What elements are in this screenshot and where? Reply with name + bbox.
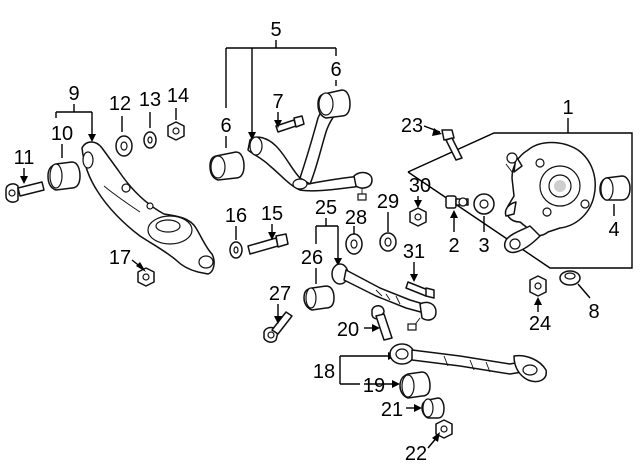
lateral-link-arm: [389, 343, 547, 383]
arrow-25: [334, 258, 342, 266]
callout-27: 27: [269, 283, 291, 305]
arrow-15: [268, 232, 276, 240]
bushing-3: [473, 193, 495, 215]
arrow-27: [274, 316, 282, 324]
bushing-19: [399, 371, 431, 399]
callout-15: 15: [261, 203, 283, 225]
callout-6a: 6: [220, 115, 231, 137]
callout-7: 7: [272, 91, 283, 113]
toe-link-arm: [331, 263, 437, 331]
callout-2: 2: [448, 235, 459, 257]
bolt-11: [5, 181, 45, 203]
bolt-23: [441, 129, 463, 161]
callout-13: 13: [139, 89, 161, 111]
callout-19: 19: [363, 375, 385, 397]
leader-8: [577, 283, 591, 299]
callout-8: 8: [588, 301, 599, 323]
callout-30: 30: [409, 175, 431, 197]
callout-21: 21: [381, 399, 403, 421]
arrow-22: [432, 432, 440, 442]
callout-18: 18: [313, 361, 335, 383]
knuckle-bushing-4: [599, 175, 631, 201]
lower-control-arm: [81, 141, 215, 275]
ball-joint-bolt-2: [445, 195, 469, 209]
washer-13: [143, 131, 157, 149]
bolt-15: [247, 233, 289, 255]
bolt-7: [275, 115, 305, 133]
knuckle-group-outline: [407, 132, 633, 269]
arrow-23: [432, 128, 442, 136]
callout-10: 10: [51, 123, 73, 145]
callout-16: 16: [225, 205, 247, 227]
callout-5: 5: [270, 19, 281, 41]
washer-12: [115, 135, 133, 157]
callout-14: 14: [167, 85, 189, 107]
bolt-31: [405, 281, 435, 299]
callout-24: 24: [529, 313, 551, 335]
arrow-31: [410, 274, 418, 282]
bushing-6-right: [317, 89, 351, 119]
callout-28: 28: [345, 207, 367, 229]
callout-22: 22: [405, 443, 427, 465]
callout-1: 1: [562, 97, 573, 119]
nut-30: [409, 207, 427, 227]
arrow-24: [534, 297, 542, 305]
arrow-21: [414, 404, 422, 412]
callout-12: 12: [109, 93, 131, 115]
bushing-10: [47, 161, 81, 191]
callout-23: 23: [401, 115, 423, 137]
washer-29: [379, 232, 397, 252]
washer-16: [229, 241, 243, 259]
rear-knuckle: [504, 141, 596, 254]
callout-26: 26: [301, 247, 323, 269]
bushing-6-left: [209, 151, 245, 181]
nut-22: [435, 419, 453, 439]
nut-17: [137, 267, 155, 287]
bolt-20: [371, 305, 393, 341]
callout-4: 4: [608, 219, 619, 241]
arrow-2: [450, 210, 458, 218]
callout-9: 9: [68, 83, 79, 105]
callout-29: 29: [377, 191, 399, 213]
upper-control-arm: [247, 99, 373, 201]
washer-28: [345, 233, 363, 255]
callout-31: 31: [403, 241, 425, 263]
bushing-21: [421, 397, 445, 419]
nut-14: [167, 121, 185, 141]
callout-6b: 6: [330, 59, 341, 81]
callout-3: 3: [478, 235, 489, 257]
bushing-26: [303, 285, 335, 311]
cap-8: [559, 270, 581, 286]
arrow-30: [414, 200, 422, 208]
nut-24: [529, 275, 547, 297]
callout-25: 25: [315, 197, 337, 219]
bolt-27: [263, 311, 293, 343]
arrow-17: [136, 262, 146, 272]
arrow-9: [88, 134, 96, 142]
arrow-20: [372, 324, 380, 332]
callout-11: 11: [14, 147, 35, 169]
arrow-19: [392, 380, 400, 388]
arrow-7: [274, 120, 282, 128]
arrow-5-arm: [248, 132, 256, 140]
arrow-11: [20, 176, 28, 184]
callout-17: 17: [109, 247, 131, 269]
callout-20: 20: [337, 319, 359, 341]
